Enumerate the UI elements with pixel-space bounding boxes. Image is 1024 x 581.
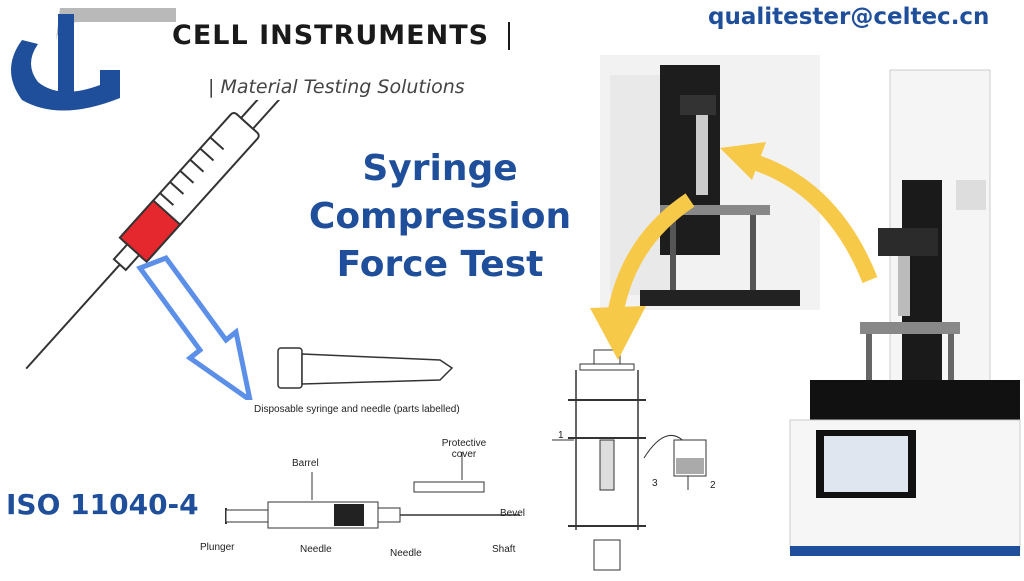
label-barrel: Barrel [292,458,319,469]
schematic-label-3: 3 [652,478,658,489]
schematic-label-1: 1 [558,430,564,441]
title-line-3: Force Test [336,244,544,285]
title-line-1: Syringe [362,148,518,189]
fixture-schematic-drawing [552,349,707,571]
label-plunger: Plunger [200,542,235,553]
label-needle-2: Needle [390,548,422,559]
label-bevel: Bevel [500,508,526,519]
title-line-2: Compression [308,196,572,237]
brand-name: CELL INSTRUMENTS [172,20,490,51]
needle-parts-diagram: Disposable syringe and needle (parts lab… [200,340,550,576]
company-logo [11,8,176,111]
syringe-illustration [25,100,280,400]
tester-machine-photo [789,69,1021,556]
diagram-caption: Disposable syringe and needle (parts lab… [254,404,460,415]
schematic-label-2: 2 [710,480,716,491]
fixture-schematic: 1 2 3 [548,340,728,576]
label-needle-1: Needle [300,544,332,555]
standard-label: ISO 11040-4 [6,488,199,521]
contact-email[interactable]: qualitester@celtec.cn [708,4,990,30]
page-title: Syringe Compression Force Test [290,145,590,289]
brand-tagline: | Material Testing Solutions [208,76,465,98]
label-shaft: Shaft [492,544,516,555]
label-protective-cover: Protective cover [441,438,487,460]
brand-divider [508,22,510,50]
arrow-down-icon [136,254,253,400]
needle-parts-drawing [225,347,520,529]
